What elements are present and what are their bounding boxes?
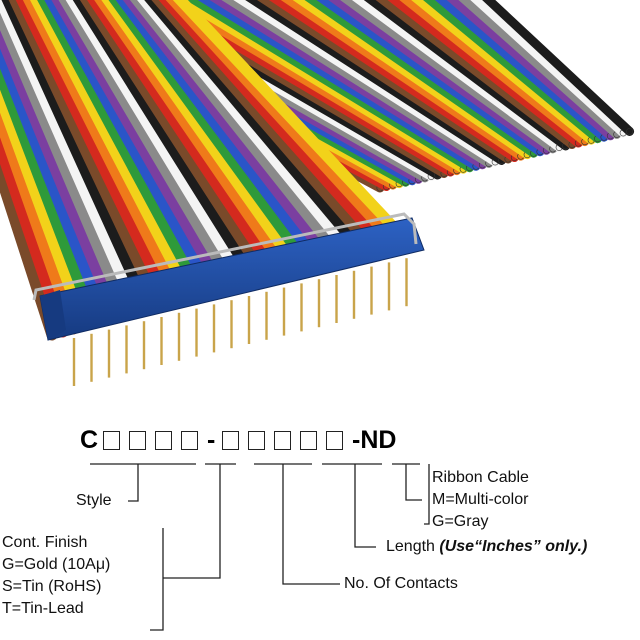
ribbon-wire [29, 0, 196, 302]
label-contacts: No. Of Contacts [344, 575, 458, 592]
code-box [222, 431, 239, 450]
connector-body [39, 217, 425, 341]
ribbon-wire [0, 58, 100, 329]
part-prefix: C [80, 426, 99, 454]
ribbon-wire [0, 19, 122, 323]
ribbon-wire [0, 1, 132, 320]
ribbon-wire [209, 0, 487, 170]
code-box [274, 431, 291, 450]
ribbon-wire [185, 0, 475, 173]
ribbon-wire [280, 0, 526, 161]
ribbon-wire [1, 0, 153, 314]
ribbon-wire [470, 0, 628, 138]
ribbon-wire [158, 0, 387, 248]
label-finish-gold: G=Gold (10Aμ) [2, 556, 111, 573]
label-length: Length (Use“Inches” only.) [386, 537, 587, 557]
ribbon-wire [316, 0, 545, 157]
ribbon-wire [268, 0, 519, 163]
part-suffix: -ND [352, 426, 397, 454]
ribbon-wire [101, 0, 302, 272]
label-length-text: Length [386, 538, 435, 555]
code-box [103, 431, 120, 450]
ribbon-wire [458, 0, 622, 139]
code-box [300, 431, 317, 450]
ribbon-wire [44, 0, 217, 296]
ribbon-wire [65, 0, 249, 287]
connector-end [40, 290, 66, 340]
ribbon-wire [0, 157, 58, 341]
ribbon-wire [129, 0, 344, 260]
ribbon-wire [292, 0, 532, 160]
ribbon-wire [94, 0, 291, 275]
ribbon-wire [351, 0, 564, 152]
ribbon-wire [37, 0, 206, 299]
ribbon-wire [8, 0, 164, 311]
strain-relief-bar [32, 212, 418, 301]
ribbon-wire [72, 0, 259, 284]
code-box [155, 431, 172, 450]
ribbon-wire [122, 0, 334, 263]
ribbon-wire [245, 0, 507, 165]
ribbon-wire [115, 0, 323, 266]
ribbon-wire [233, 0, 500, 167]
ribbon-wire [108, 0, 312, 269]
label-cable-gray: G=Gray [432, 513, 489, 530]
ribbon-wire [387, 0, 583, 148]
ribbon-wire [22, 0, 185, 305]
ribbon-wire [304, 0, 539, 158]
ribbon-wire [173, 0, 468, 174]
ribbon-cable-assembly-image [0, 0, 635, 386]
ribbon-wire [0, 0, 143, 317]
ribbon-wire [0, 104, 79, 335]
wire-end [626, 127, 634, 135]
part-separator: - [207, 426, 216, 454]
ribbon-wire [0, 80, 90, 332]
ribbon-wire [197, 0, 481, 171]
ribbon-wire [399, 0, 590, 147]
ribbon-wire [482, 0, 635, 136]
ribbon-wire [363, 0, 571, 151]
code-box [248, 431, 265, 450]
idc-connector [32, 212, 425, 386]
code-box [326, 431, 343, 450]
ribbon-wire [87, 0, 281, 278]
ribbon-wire [446, 0, 615, 141]
ribbon-wire [411, 0, 596, 145]
ribbon-wire [137, 0, 355, 257]
ribbon-wire [375, 0, 577, 149]
label-cable-title: Ribbon Cable [432, 469, 529, 486]
ribbon-wire [144, 0, 365, 254]
ribbon-wire [340, 0, 558, 154]
ribbon-wire [79, 0, 270, 281]
label-length-note: (Use“Inches” only.) [439, 538, 588, 555]
ribbon-wire [434, 0, 609, 142]
ribbon-wire [151, 0, 376, 251]
legend-connector-lines [90, 463, 430, 631]
ribbon-wire [58, 0, 238, 290]
ribbon-wire [51, 0, 228, 293]
label-cable-multicolor: M=Multi-color [432, 491, 529, 508]
label-style: Style [76, 492, 112, 509]
ribbon-wire [328, 0, 551, 155]
label-finish-tinlead: T=Tin-Lead [2, 600, 84, 617]
near-ribbon-cable [0, 0, 408, 341]
ribbon-wire [165, 0, 397, 245]
part-number-diagram: C - -ND Style Cont. [0, 400, 640, 640]
ribbon-wire [257, 0, 513, 164]
ribbon-wire [423, 0, 603, 144]
ribbon-wire [0, 129, 69, 338]
ribbon-wire [172, 0, 408, 242]
ribbon-wire [0, 38, 111, 326]
ribbon-wire [221, 0, 494, 168]
label-finish-title: Cont. Finish [2, 534, 88, 551]
label-finish-tin: S=Tin (RoHS) [2, 578, 102, 595]
ribbon-wire [15, 0, 175, 308]
code-box [129, 431, 146, 450]
code-box [181, 431, 198, 450]
